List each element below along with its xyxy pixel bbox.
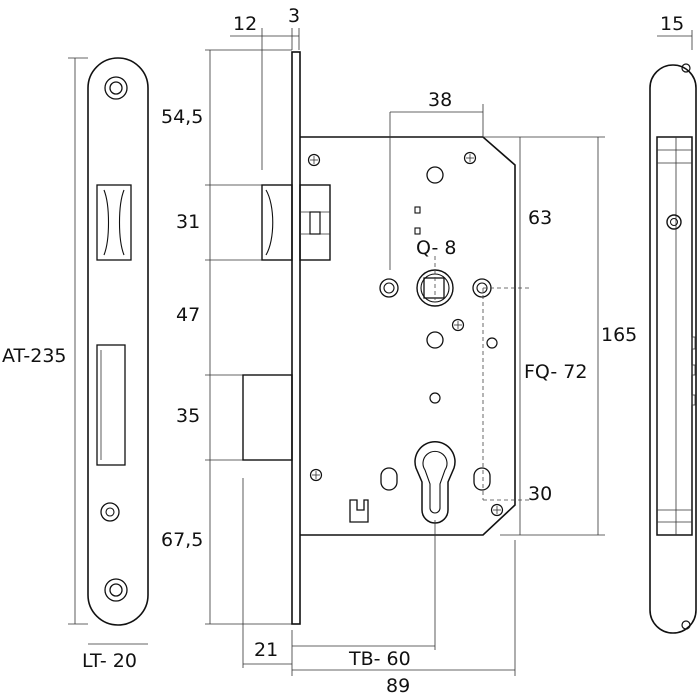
case-screw-middle — [451, 318, 465, 332]
dimension-bottom — [291, 520, 516, 676]
dimension-right-chain — [483, 136, 605, 536]
label-dim-54-5: 54,5 — [161, 106, 203, 128]
label-top-15: 15 — [660, 13, 684, 35]
label-dim-38: 38 — [428, 89, 452, 111]
latch-bolt — [261, 184, 331, 261]
label-dim-30: 30 — [528, 483, 552, 505]
case-screw-bottom-right — [490, 503, 504, 517]
label-q8: Q- 8 — [416, 237, 456, 259]
label-fq72: FQ- 72 — [524, 361, 588, 383]
side-faceplate — [291, 51, 301, 625]
label-dim-63: 63 — [528, 207, 552, 229]
label-dim-47: 47 — [176, 304, 200, 326]
label-tb60: TB- 60 — [348, 648, 411, 670]
front-faceplate — [87, 57, 149, 626]
label-dim-31: 31 — [176, 211, 200, 233]
case-screw-top-left — [307, 153, 321, 167]
label-at235: AT-235 — [2, 345, 67, 367]
rear-faceplate — [649, 63, 697, 634]
dimension-top-12-3 — [230, 28, 300, 170]
deadbolt — [242, 374, 293, 461]
case-screw-top-right — [463, 151, 477, 165]
label-top-3: 3 — [288, 5, 300, 27]
label-dim-67-5: 67,5 — [161, 529, 203, 551]
dimension-top-15 — [657, 30, 693, 50]
label-dim-21: 21 — [254, 639, 278, 661]
label-lt20: LT- 20 — [82, 650, 137, 672]
label-top-12: 12 — [233, 13, 257, 35]
label-dim-89: 89 — [386, 675, 410, 697]
case-screw-bottom-left — [309, 468, 323, 482]
dimension-21 — [242, 478, 292, 668]
dimension-at235 — [68, 57, 88, 625]
dimension-38 — [389, 104, 484, 270]
dimension-vertical-chain — [205, 49, 292, 625]
center-lines — [434, 256, 530, 501]
label-dim-165: 165 — [601, 324, 637, 346]
label-dim-35: 35 — [176, 405, 200, 427]
lock-case — [300, 136, 516, 536]
